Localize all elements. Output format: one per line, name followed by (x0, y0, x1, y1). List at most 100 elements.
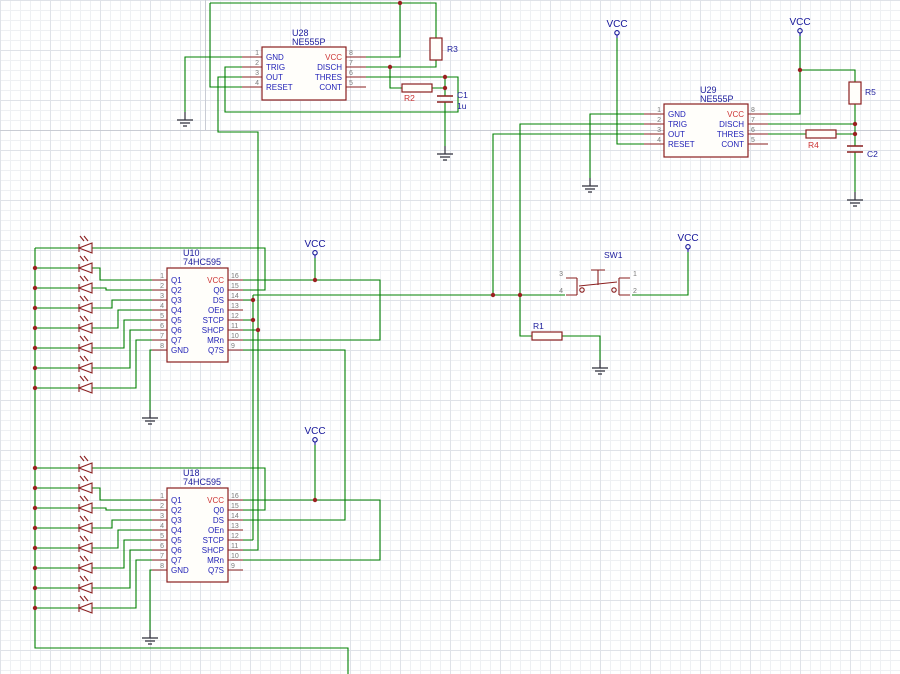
pin-number: 5 (160, 313, 164, 320)
vcc-flag[interactable]: VCC (304, 426, 326, 445)
pin-name: Q6 (171, 326, 182, 335)
led[interactable] (77, 455, 93, 474)
pin-number: 1 (657, 107, 661, 114)
led[interactable] (77, 295, 93, 314)
vcc-flag[interactable]: VCC (304, 239, 326, 258)
ground-flag[interactable] (437, 146, 453, 161)
led[interactable] (77, 235, 93, 254)
pin-name: Q3 (171, 516, 182, 525)
component-C1[interactable]: C1 1u (437, 90, 468, 111)
pin-number: 2 (160, 283, 164, 290)
component-U29[interactable]: U29 NE555P 1 2 3 4 GND TRIG OUT RESET 8 … (644, 85, 768, 158)
pin-number: 6 (160, 543, 164, 550)
component-R4[interactable]: R4 (805, 129, 837, 150)
vcc-circle-icon (614, 30, 620, 36)
junction-dot (852, 121, 858, 127)
pin-name: OUT (266, 73, 283, 82)
junction-dot (32, 565, 38, 571)
led[interactable] (77, 555, 93, 574)
pin-name: RESET (668, 140, 695, 149)
ground-flag[interactable] (142, 410, 158, 425)
led[interactable] (77, 475, 93, 494)
led[interactable] (77, 315, 93, 334)
pin-name: Q6 (171, 546, 182, 555)
pin-number: 3 (559, 271, 563, 278)
led[interactable] (77, 335, 93, 354)
component-U10[interactable]: U10 74HC595 1 2 3 4 5 6 7 8 Q1 Q2 Q3 Q4 … (152, 248, 243, 363)
led[interactable] (77, 595, 93, 614)
component-C2[interactable]: C2 (847, 145, 878, 159)
wire[interactable] (92, 467, 266, 609)
component-U18[interactable]: U18 74HC595 1 2 3 4 5 6 7 8 Q1 Q2 Q3 Q4 … (152, 468, 243, 583)
junction-dot (250, 317, 256, 323)
junction-dot (387, 64, 393, 70)
led[interactable] (77, 515, 93, 534)
ground-flag[interactable] (847, 192, 863, 207)
vcc-circle-icon (797, 28, 803, 34)
refdes: R3 (447, 44, 458, 54)
led[interactable] (77, 255, 93, 274)
vcc-flag[interactable]: VCC (677, 233, 699, 252)
pin-number: 9 (231, 343, 235, 350)
wire[interactable] (632, 252, 689, 296)
wire[interactable] (92, 247, 266, 389)
pin-number: 1 (633, 271, 637, 278)
pin-number: 16 (231, 493, 239, 500)
ic-body (166, 487, 229, 583)
capacitor-plates (437, 95, 453, 103)
resistor-body (429, 37, 443, 61)
pin-number: 11 (231, 543, 238, 550)
led[interactable] (77, 355, 93, 374)
junction-dot (517, 292, 523, 298)
wire[interactable] (34, 247, 349, 674)
wire[interactable] (519, 36, 856, 360)
junction-dot (32, 525, 38, 531)
ic-pins (152, 279, 243, 351)
pin-number: 1 (160, 273, 164, 280)
ground-flag[interactable] (582, 178, 598, 193)
led[interactable] (77, 535, 93, 554)
component-R5[interactable]: R5 (848, 81, 876, 105)
vcc-circle-icon (312, 250, 318, 256)
pin-number: 7 (751, 117, 755, 124)
vcc-flag[interactable]: VCC (606, 19, 628, 38)
pin-name: GND (668, 110, 686, 119)
sheet-origin-line (0, 0, 900, 131)
component-U28[interactable]: U28 NE555P 1 2 3 4 GND TRIG OUT RESET 8 … (242, 28, 366, 101)
part-value: 1u (457, 101, 467, 111)
component-R2[interactable]: R2 (401, 83, 433, 103)
component-R1[interactable]: R1 (531, 321, 563, 341)
pin-number: 3 (657, 127, 661, 134)
ic-pins (644, 113, 768, 145)
led[interactable] (77, 375, 93, 394)
pin-name: DISCH (317, 63, 342, 72)
component-SW1[interactable]: SW1 3 1 4 2 (559, 250, 637, 296)
pin-name: DS (213, 296, 224, 305)
pin-number: 6 (349, 70, 353, 77)
part-value: 74HC595 (183, 257, 221, 267)
pin-number: 2 (657, 117, 661, 124)
pin-number: 12 (231, 313, 239, 320)
pin-number: 3 (160, 513, 164, 520)
led[interactable] (77, 275, 93, 294)
led[interactable] (77, 575, 93, 594)
ground-flag[interactable] (177, 112, 193, 127)
pin-name: CONT (319, 83, 342, 92)
pin-number: 6 (751, 127, 755, 134)
component-R3[interactable]: R3 (429, 37, 458, 61)
vcc-circle-icon (685, 244, 691, 250)
vcc-flag[interactable]: VCC (789, 17, 811, 36)
pin-name: Q2 (171, 506, 182, 515)
junction-dot (32, 325, 38, 331)
pin-name: Q1 (171, 276, 182, 285)
pin-name: Q7S (208, 566, 224, 575)
switch-contact (611, 287, 617, 293)
pin-number: 4 (255, 80, 259, 87)
junction-dot (32, 545, 38, 551)
ground-flag[interactable] (142, 630, 158, 645)
junction-dot (255, 327, 261, 333)
ground-flag[interactable] (592, 360, 608, 375)
led[interactable] (77, 495, 93, 514)
junction-dot (32, 385, 38, 391)
